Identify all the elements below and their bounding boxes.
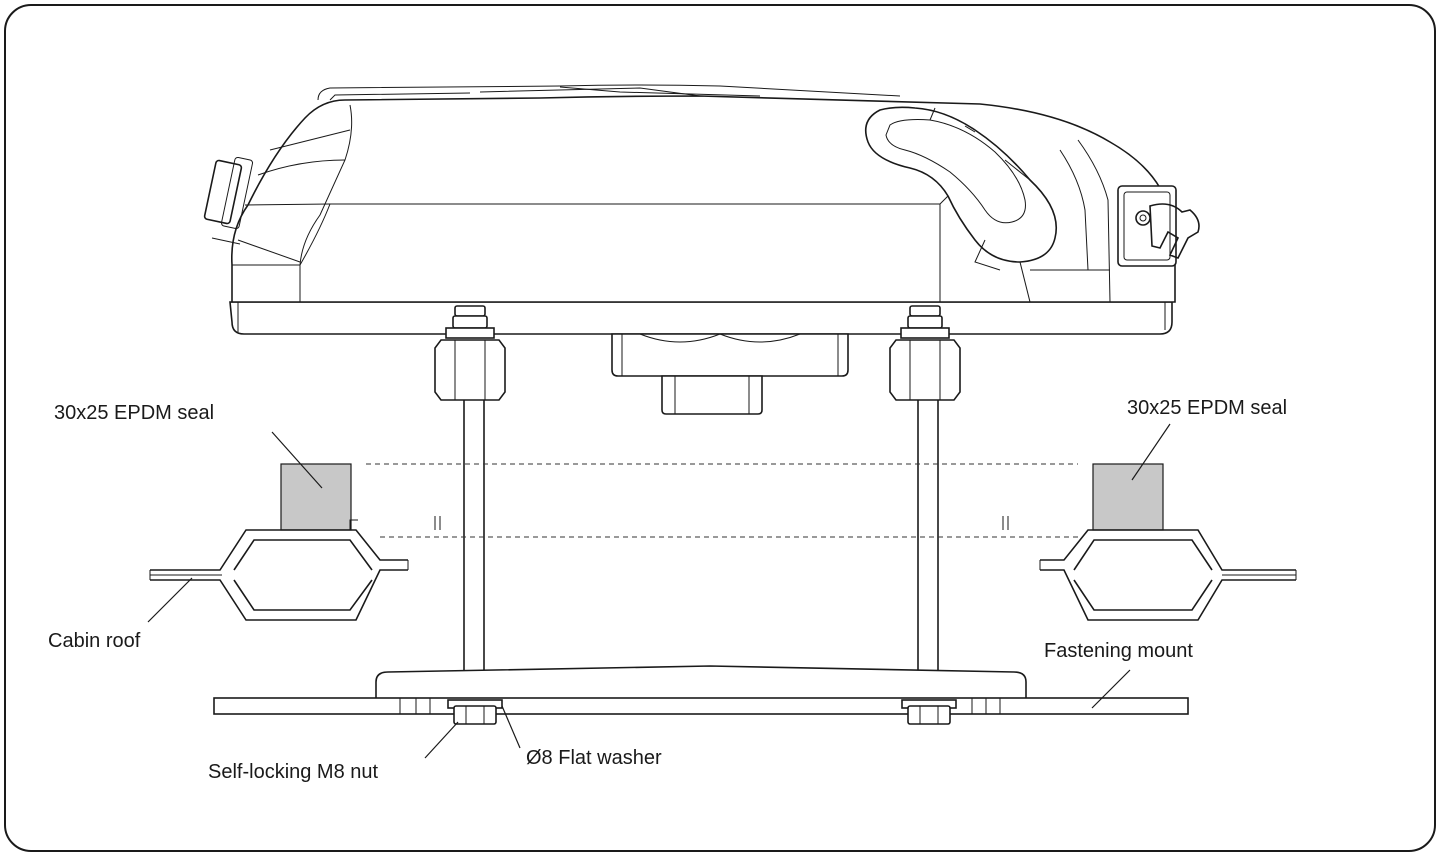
- right-nut-washer: [901, 699, 957, 725]
- cabin-roof-profile-right: [1002, 516, 1297, 621]
- bottom-connector: [611, 333, 849, 415]
- seal-right-leader: [1131, 423, 1171, 481]
- label-seal-right: 30x25 EPDM seal: [1127, 397, 1287, 419]
- cabin-roof-leader: [147, 577, 193, 623]
- epdm-seal-right: [1092, 463, 1164, 531]
- left-mounting-stud: [434, 305, 506, 672]
- fastening-mount-leader: [1091, 669, 1131, 709]
- left-nut-washer: [447, 699, 503, 725]
- cabin-roof-profile-left: [149, 516, 441, 621]
- washer-leader: [501, 705, 521, 749]
- label-cabin-roof: Cabin roof: [48, 630, 141, 652]
- label-seal-left: 30x25 EPDM seal: [54, 402, 214, 424]
- label-nut: Self-locking M8 nut: [208, 761, 379, 783]
- epdm-seal-left: [280, 463, 352, 531]
- label-fastening-mount: Fastening mount: [1044, 640, 1193, 662]
- rooftop-unit: [203, 84, 1200, 335]
- label-washer: Ø8 Flat washer: [526, 747, 662, 769]
- nut-leader: [424, 721, 459, 759]
- seal-left-leader: [271, 431, 323, 489]
- right-mounting-stud: [889, 305, 961, 672]
